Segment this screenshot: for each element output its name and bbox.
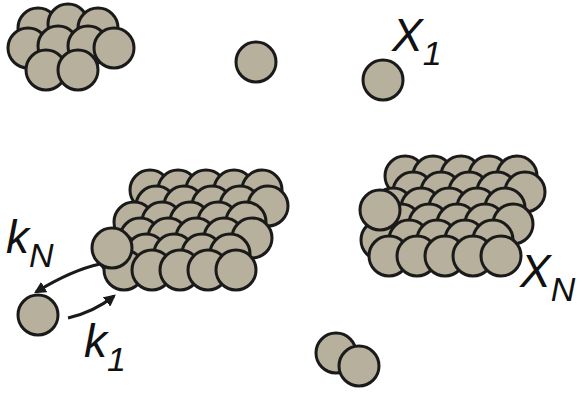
symbol-label: XN [520, 248, 575, 294]
particle [236, 42, 276, 82]
particle [360, 190, 400, 230]
particle [363, 60, 403, 100]
particle [58, 50, 98, 90]
symbol-label: kN [6, 214, 54, 260]
particle [94, 28, 134, 68]
particle [481, 236, 521, 276]
particle [339, 346, 379, 386]
particle [216, 250, 256, 290]
particle [92, 228, 132, 268]
symbol-label: k1 [84, 318, 126, 364]
symbol-label: X1 [392, 12, 442, 58]
rate-arrow [68, 296, 114, 318]
particle [18, 295, 58, 335]
